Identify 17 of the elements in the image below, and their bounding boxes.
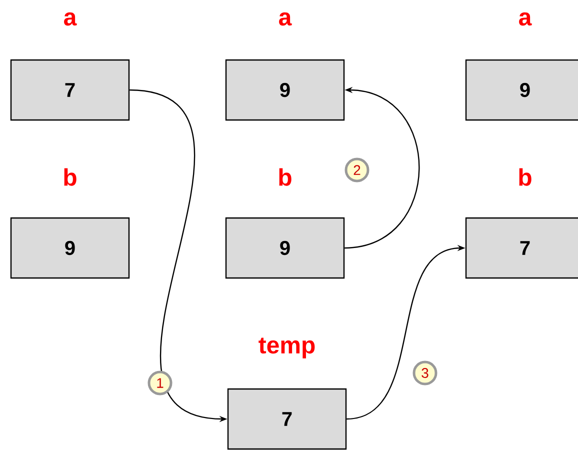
- value-box: 9: [225, 59, 345, 121]
- variable-name: b: [279, 168, 292, 186]
- value-box: 9: [10, 217, 130, 279]
- variable-name: a: [279, 12, 292, 26]
- callout-number: 3: [412, 360, 438, 386]
- callout-number: 2: [344, 158, 370, 182]
- callout-number: 1: [148, 370, 172, 396]
- value-box: 9: [465, 59, 578, 121]
- value-box: 7: [10, 59, 130, 121]
- variable-name: temp: [258, 338, 315, 358]
- variable-name: a: [519, 12, 532, 26]
- value-box: 7: [465, 217, 578, 279]
- variable-name: b: [64, 168, 76, 186]
- variable-name: a: [64, 12, 77, 26]
- variable-name: b: [519, 168, 532, 186]
- value-box: 9: [225, 217, 345, 279]
- value-box: 7: [227, 388, 347, 450]
